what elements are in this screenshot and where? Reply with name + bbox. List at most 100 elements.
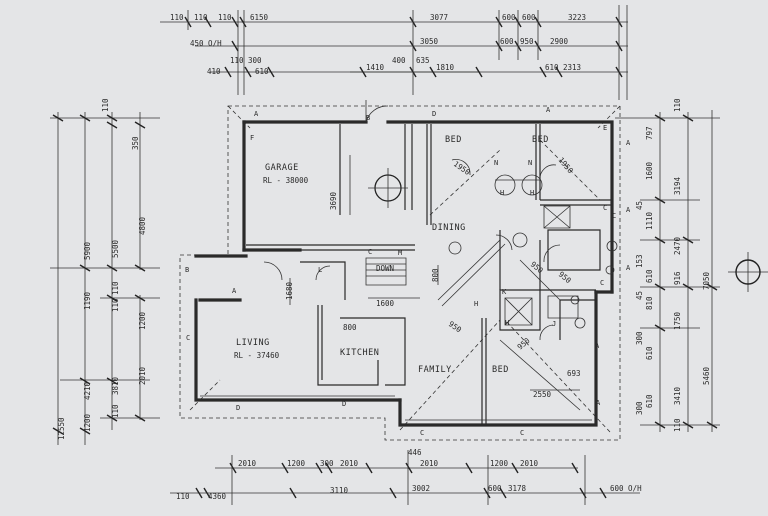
bottom-dim-11: 3110 bbox=[330, 486, 349, 495]
marker-b1: B bbox=[366, 114, 370, 122]
left-dim-3: 4800 bbox=[138, 216, 147, 235]
left-dim-8: 1200 bbox=[138, 311, 147, 330]
right-dim-3: 1600 bbox=[645, 161, 654, 180]
toilet-icon bbox=[512, 232, 528, 248]
left-dimension-strings: 110 350 4800 5900 5500 1190 110 1200 110… bbox=[50, 98, 160, 445]
left-dim-2: 350 bbox=[131, 136, 140, 150]
left-dim-9: 110 bbox=[111, 298, 120, 312]
marker-c7: C bbox=[600, 279, 604, 287]
top-dim-12: 950 bbox=[520, 37, 534, 46]
left-dim-7: 110 bbox=[111, 281, 120, 295]
hall-light-icon bbox=[494, 174, 516, 196]
top-dim-6: 600 bbox=[502, 13, 516, 22]
bottom-dim-2: 1200 bbox=[287, 459, 306, 468]
interior-walls bbox=[200, 124, 612, 425]
room-bed-s-label: BED bbox=[492, 365, 509, 375]
top-dim-18: 1410 bbox=[366, 63, 385, 72]
right-dim-17: 3410 bbox=[673, 386, 682, 405]
left-dim-13: 1200 bbox=[83, 413, 92, 432]
stairs-down-label: DOWN bbox=[376, 264, 394, 273]
left-dim-11: 4210 bbox=[83, 381, 92, 400]
left-dim-15: 12550 bbox=[57, 417, 66, 440]
right-dim-14: 1750 bbox=[673, 311, 682, 330]
marker-h1: H bbox=[500, 189, 504, 197]
room-living-label: LIVING bbox=[236, 338, 270, 348]
room-labels: GARAGE RL - 38000 LIVING RL - 37460 KITC… bbox=[234, 135, 548, 375]
left-dim-12: 3810 bbox=[111, 376, 120, 395]
top-dim-21: 1810 bbox=[436, 63, 455, 72]
bottom-dim-6: 2010 bbox=[420, 459, 439, 468]
right-dim-20: 110 bbox=[673, 418, 682, 432]
marker-m1: M bbox=[398, 249, 402, 257]
bottom-dim-13: 600 bbox=[488, 484, 502, 493]
int-dim-13: 693 bbox=[567, 369, 581, 378]
right-dim-1: 110 bbox=[673, 98, 682, 112]
marker-c5: C bbox=[368, 248, 372, 256]
top-dim-15: 110 bbox=[230, 56, 244, 65]
room-garage-rl: RL - 38000 bbox=[263, 176, 309, 185]
room-living-rl: RL - 37460 bbox=[234, 351, 280, 360]
fixtures bbox=[368, 168, 618, 329]
top-dim-7: 600 bbox=[522, 13, 536, 22]
marker-j1: J bbox=[552, 320, 556, 328]
room-dining-label: DINING bbox=[432, 223, 466, 233]
int-dim-4: 1600 bbox=[376, 299, 395, 308]
marker-b2: B bbox=[185, 266, 189, 274]
int-dim-1: 3690 bbox=[329, 191, 338, 210]
top-dim-1: 110 bbox=[170, 13, 184, 22]
top-dim-10: 3050 bbox=[420, 37, 439, 46]
right-dim-13: 810 bbox=[645, 296, 654, 310]
right-dim-5: 45 bbox=[635, 201, 644, 210]
marker-a6: A bbox=[232, 287, 237, 295]
marker-a5: A bbox=[626, 264, 631, 272]
room-bed-nw-label: BED bbox=[445, 135, 462, 145]
int-dim-11: 950 bbox=[557, 270, 574, 286]
bottom-dim-14: 3178 bbox=[508, 484, 527, 493]
top-dim-19: 400 bbox=[392, 56, 406, 65]
marker-a3: A bbox=[626, 139, 631, 147]
marker-a8: A bbox=[596, 399, 601, 407]
marker-d2: D bbox=[236, 404, 240, 412]
top-dim-2: 110 bbox=[194, 13, 208, 22]
marker-c4: C bbox=[520, 429, 524, 437]
top-dim-4: 6150 bbox=[250, 13, 269, 22]
right-dim-12: 45 bbox=[635, 291, 644, 300]
right-dimension-strings: 110 797 1600 3194 45 1110 2470 153 610 9… bbox=[615, 98, 720, 432]
bottom-dim-4: 2010 bbox=[340, 459, 359, 468]
bottom-dim-10: 4360 bbox=[208, 492, 227, 501]
bottom-dim-15: 600 O/H bbox=[610, 484, 642, 493]
interior-dimension-lines bbox=[289, 155, 580, 391]
right-dim-9: 610 bbox=[645, 269, 654, 283]
top-dim-13: 2900 bbox=[550, 37, 569, 46]
right-dim-4: 3194 bbox=[673, 176, 682, 195]
marker-l1: L bbox=[318, 266, 322, 274]
marker-a7: A bbox=[595, 342, 600, 350]
top-dim-3: 110 bbox=[218, 13, 232, 22]
top-dim-14: 410 bbox=[207, 67, 221, 76]
right-dim-7: 2470 bbox=[673, 236, 682, 255]
right-dim-19: 610 bbox=[645, 394, 654, 408]
marker-d1: D bbox=[432, 110, 436, 118]
section-datum-icon bbox=[728, 252, 768, 292]
bottom-dim-1: 2010 bbox=[238, 459, 257, 468]
top-dim-8: 3223 bbox=[568, 13, 586, 22]
room-family-label: FAMILY bbox=[418, 365, 452, 375]
right-dim-11: 7050 bbox=[702, 271, 711, 290]
basin-icon bbox=[574, 317, 586, 329]
top-dim-9: 450 O/H bbox=[190, 39, 222, 48]
int-dim-6: 1950 bbox=[452, 159, 472, 177]
bottom-dim-12: 3002 bbox=[412, 484, 430, 493]
int-dim-5: 800 bbox=[431, 268, 440, 282]
marker-c2: C bbox=[186, 334, 190, 342]
right-dim-2: 797 bbox=[645, 126, 654, 140]
marker-c3: C bbox=[420, 429, 424, 437]
top-dim-20: 635 bbox=[416, 56, 430, 65]
int-dim-12: 2550 bbox=[533, 390, 552, 399]
marker-f1: F bbox=[250, 134, 254, 142]
top-dim-17: 610 bbox=[255, 67, 269, 76]
marker-e1: E bbox=[603, 124, 607, 132]
right-dim-15: 300 bbox=[635, 331, 644, 345]
right-dim-8: 153 bbox=[635, 254, 644, 268]
marker-a1: A bbox=[254, 110, 259, 118]
left-dim-10: 2010 bbox=[138, 366, 147, 385]
